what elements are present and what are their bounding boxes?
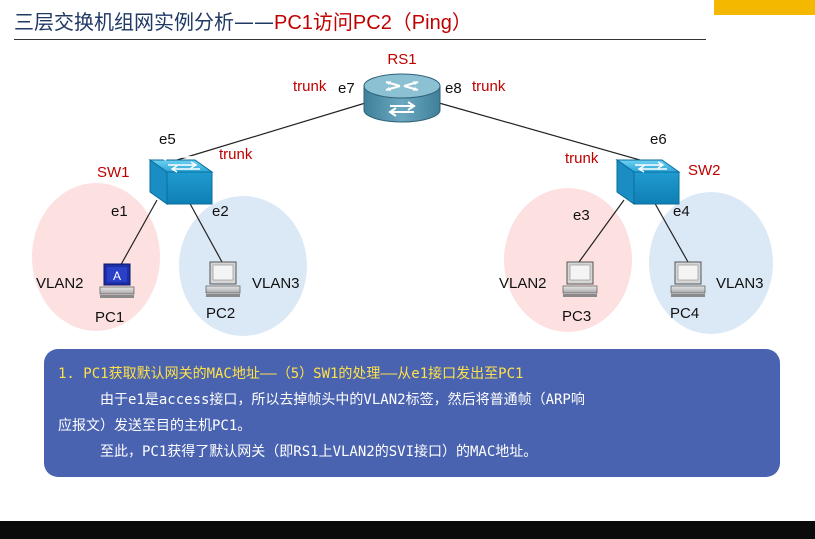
- bottom-bar: [0, 521, 815, 539]
- router-port-left: e7: [338, 80, 355, 97]
- switch-sw2-icon: [615, 159, 681, 205]
- pc2-icon: [205, 261, 241, 297]
- link-sw1-pc2: [187, 199, 223, 263]
- info-line-2: 应报文）发送至目的主机PC1。: [58, 418, 252, 434]
- sw2-trunk: trunk: [565, 150, 599, 167]
- pc1-name: PC1: [95, 309, 124, 326]
- page-title: 三层交换机组网实例分析——PC1访问PC2（Ping）: [14, 6, 472, 35]
- pc4-vlan: VLAN3: [716, 275, 764, 292]
- pc1-badge: A: [113, 269, 121, 283]
- pc2-name: PC2: [206, 305, 235, 322]
- router-name: RS1: [387, 51, 416, 68]
- vlan3-zone-right: [649, 192, 773, 334]
- pc3-vlan: VLAN2: [499, 275, 547, 292]
- sw1-port-b: e2: [212, 203, 229, 220]
- info-line-3: 至此，PC1获得了默认网关（即RS1上VLAN2的SVI接口）的MAC地址。: [100, 444, 538, 460]
- sw1-port-a: e1: [111, 203, 128, 220]
- sw2-port-b: e4: [673, 203, 690, 220]
- pc4-name: PC4: [670, 305, 699, 322]
- page-title-main: 三层交换机组网实例分析——: [14, 10, 274, 34]
- switch-sw1-icon: [148, 143, 214, 205]
- pc3-name: PC3: [562, 308, 591, 325]
- vlan3-zone-left: [179, 196, 307, 336]
- link-sw1-pc1: [117, 199, 158, 271]
- router-trunk-right: trunk: [472, 78, 506, 95]
- pc3-icon: [562, 261, 598, 297]
- info-heading: 1. PC1获取默认网关的MAC地址——（5）SW1的处理——从e1接口发出至P…: [58, 366, 524, 382]
- info-line-1: 由于e1是access接口，所以去掉帧头中的VLAN2标签，然后将普通帧（ARP…: [100, 392, 585, 408]
- sw2-port-a: e3: [573, 207, 590, 224]
- router-port-right: e8: [445, 80, 462, 97]
- page-title-sub: PC1访问PC2（Ping）: [274, 12, 472, 34]
- link-sw2-pc4: [652, 199, 689, 263]
- sw1-port-up: e5: [159, 131, 176, 148]
- title-divider: [14, 39, 706, 40]
- pc2-vlan: VLAN3: [252, 275, 300, 292]
- sw1-name: SW1: [97, 164, 130, 181]
- pc1-icon: [99, 263, 135, 298]
- sw2-name: SW2: [688, 162, 721, 179]
- link-rs1-sw1: [176, 100, 373, 161]
- router-icon: [363, 73, 441, 123]
- link-rs1-sw2: [431, 100, 641, 161]
- pc4-icon: [670, 261, 706, 297]
- info-box: 1. PC1获取默认网关的MAC地址——（5）SW1的处理——从e1接口发出至P…: [44, 349, 780, 477]
- sw2-port-up: e6: [650, 131, 667, 148]
- link-sw2-pc3: [578, 199, 625, 263]
- pc1-vlan: VLAN2: [36, 275, 84, 292]
- vlan2-zone-right: [504, 188, 632, 332]
- sw1-trunk: trunk: [219, 146, 253, 163]
- router-trunk-left: trunk: [293, 78, 327, 95]
- corner-tab: [714, 0, 815, 15]
